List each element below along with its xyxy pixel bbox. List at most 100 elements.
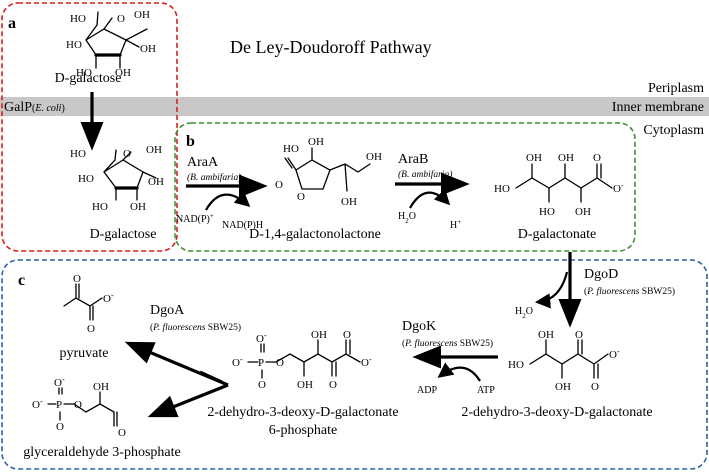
- atom-oh: OH: [526, 152, 542, 164]
- atom-o: O: [275, 179, 283, 191]
- atom-oh: OH: [538, 329, 554, 341]
- dgoD-label: DgoD: [584, 267, 618, 282]
- galp-name: GalP: [4, 100, 32, 115]
- galactonolactone-structure: HO OH O O OH OH: [275, 136, 382, 208]
- atom-o: O: [56, 421, 64, 433]
- pyruvate-label: pyruvate: [60, 346, 109, 361]
- atom-oh: OH: [146, 144, 162, 156]
- atom-oh: OH: [130, 201, 146, 213]
- galp-organism: E. coli: [34, 103, 61, 114]
- atom-o: O: [117, 13, 125, 25]
- atom-ho: HO: [66, 39, 82, 51]
- atom-ho: HO: [78, 173, 94, 185]
- h2o-out-label: H2O: [515, 306, 533, 320]
- panel-a-box: [1, 2, 178, 252]
- dgoD-organism: (P. fluorescens SBW25): [584, 286, 675, 297]
- atom-ho: HO: [92, 201, 108, 213]
- adp-label: ADP: [417, 385, 437, 396]
- atom-o: O: [593, 152, 601, 164]
- h2o-in-label: H2O: [398, 211, 416, 225]
- kdgp-label-line1: 2-dehydro-3-deoxy-D-galactonate: [207, 405, 398, 420]
- diagram-title: De Ley-Doudoroff Pathway: [230, 37, 432, 57]
- atom-ho: HO: [76, 67, 92, 79]
- inner-membrane-label: Inner membrane: [612, 100, 704, 115]
- atom-o: O: [343, 329, 351, 341]
- atom-oh: OH: [93, 381, 109, 393]
- panel-b-letter: b: [186, 133, 195, 150]
- panel-b-box: [174, 122, 636, 252]
- atom-p: P: [56, 399, 62, 411]
- atom-ho: HO: [539, 206, 555, 218]
- galactonate-label: D-galactonate: [518, 227, 597, 242]
- atom-ho: HO: [283, 143, 299, 155]
- nadp-in-label: NAD(P)+: [176, 212, 214, 225]
- atom-o-minus: O-: [232, 355, 243, 370]
- nadph-out-label: NAD(P)H: [222, 220, 263, 231]
- galactonate-structure: HO OH HO OH OH O O-: [494, 152, 624, 218]
- d-galactose-out-structure: OH O HO HO OH HO OH: [66, 9, 156, 79]
- atom-o-minus: O-: [54, 375, 65, 390]
- atom-oh: OH: [148, 176, 164, 188]
- atom-o: O: [73, 273, 81, 285]
- atom-o: O: [276, 357, 284, 369]
- atom-o-minus: O-: [32, 397, 43, 412]
- araB-organism: (B. ambifaria): [398, 169, 452, 180]
- h-out-label: H+: [450, 218, 461, 231]
- atom-oh: OH: [558, 152, 574, 164]
- atom-o-minus: O-: [256, 331, 267, 346]
- pyruvate-structure: O O O-: [63, 273, 114, 335]
- atom-oh: OH: [366, 151, 382, 163]
- dgoD-cofactor-arc: [534, 271, 569, 309]
- atom-o: O: [118, 427, 126, 439]
- d-galactose-in-label: D-galactose: [90, 227, 157, 242]
- atom-o-minus: O-: [103, 291, 114, 306]
- galactonolactone-label: D-1,4-galactonolactone: [249, 227, 381, 242]
- atom-ho: HO: [70, 13, 86, 25]
- araA-cofactor-arc: [205, 191, 251, 211]
- kdgp-structure: O- P O- O O OH OH O O O-: [232, 329, 372, 391]
- araB-label: AraB: [398, 152, 428, 167]
- panel-a-letter: a: [8, 15, 16, 32]
- panel-c-box: [1, 259, 708, 470]
- atom-o: O: [123, 148, 131, 160]
- atom-p: P: [258, 357, 264, 369]
- atom-o: O: [258, 379, 266, 391]
- atom-o-minus: O-: [609, 347, 620, 362]
- araA-organism: (B. ambifaria): [187, 172, 241, 183]
- atom-o-minus: O-: [361, 355, 372, 370]
- atom-ho: HO: [70, 148, 86, 160]
- atom-o: O: [591, 381, 599, 393]
- galp-transporter-label: GalP(E. coli): [4, 100, 65, 115]
- atom-oh: OH: [555, 381, 571, 393]
- araA-label: AraA: [187, 155, 219, 170]
- periplasm-label: Periplasm: [648, 81, 704, 96]
- kdg-structure: HO OH OH O O O-: [508, 329, 620, 393]
- atom-ho: HO: [494, 183, 510, 195]
- d-galactose-out-label: D-galactose: [55, 71, 122, 86]
- atom-oh: OH: [115, 67, 131, 79]
- dgoA-arrow-pyruvate: [124, 341, 229, 387]
- inner-membrane-band: [0, 97, 709, 116]
- atom-ho: HO: [508, 359, 524, 371]
- g3p-label: glyceraldehyde 3-phosphate: [23, 445, 180, 460]
- g3p-structure: O- P O- O O OH O: [32, 375, 126, 440]
- dgoA-organism: (P. fluorescens SBW25): [150, 322, 241, 333]
- atom-o: O: [87, 323, 95, 335]
- atom-oh: OH: [308, 136, 324, 148]
- atom-oh: OH: [311, 329, 327, 341]
- atom-o-minus: O-: [613, 181, 624, 196]
- d-galactose-in-structure: OH O HO HO OH HO OH: [70, 144, 164, 213]
- atom-oh: OH: [575, 206, 591, 218]
- dgoK-organism: (P. fluorescens SBW25): [402, 338, 493, 349]
- dgoA-label: DgoA: [150, 303, 185, 318]
- cytoplasm-label: Cytoplasm: [643, 123, 704, 138]
- atom-oh: OH: [140, 43, 156, 55]
- atom-oh: OH: [297, 379, 313, 391]
- atom-o: O: [74, 399, 82, 411]
- atp-label: ATP: [477, 385, 495, 396]
- atom-oh: OH: [341, 196, 357, 208]
- araB-cofactor-arc: [409, 188, 451, 209]
- atom-o: O: [329, 379, 337, 391]
- kdg-label: 2-dehydro-3-deoxy-D-galactonate: [461, 405, 652, 420]
